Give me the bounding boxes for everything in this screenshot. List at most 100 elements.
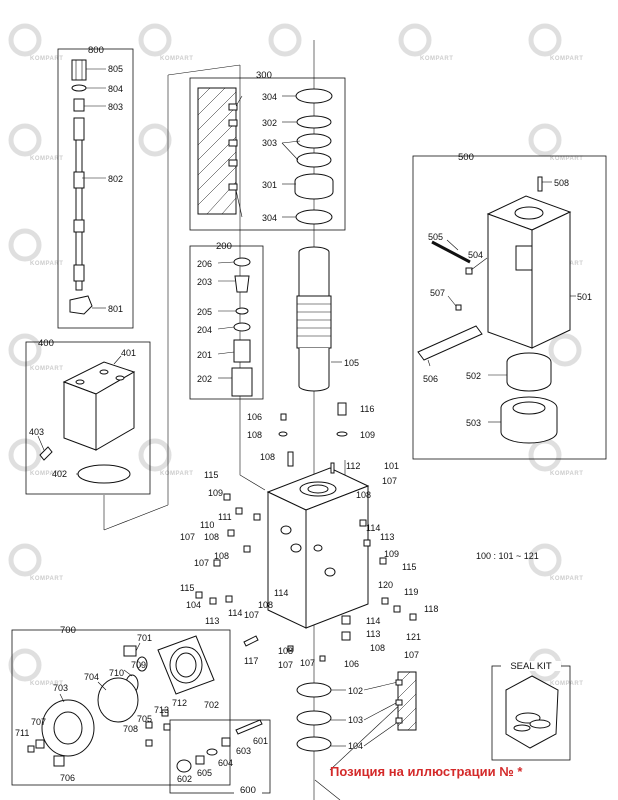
group-400: 400 401 403 402: [25, 338, 169, 531]
label-101: 101: [384, 461, 399, 471]
label-506: 506: [423, 374, 438, 384]
svg-text:KOMPART: KOMPART: [420, 56, 453, 62]
label-107-g: 107: [300, 658, 315, 668]
label-508: 508: [554, 178, 569, 188]
part-706-screw: [53, 755, 65, 767]
part-702-flange: [157, 635, 215, 695]
part-701-bolt: [123, 645, 137, 657]
part-508-pin: [537, 176, 543, 192]
part-402-oring: [77, 464, 131, 484]
label-107-f: 107: [404, 650, 419, 660]
group-600-label: 600: [240, 785, 256, 796]
part-502-bushing: [506, 352, 552, 392]
position-caption: Позиция на иллюстрации № *: [330, 764, 523, 779]
part-201-valve-body: [233, 339, 251, 363]
label-118: 118: [424, 604, 438, 614]
label-801: 801: [108, 304, 123, 314]
label-108-h: 108: [370, 643, 385, 653]
label-201: 201: [197, 350, 212, 360]
part-703-cover: [41, 699, 95, 757]
part-501-housing: [486, 195, 572, 349]
part-801-banjo: [69, 295, 93, 315]
label-113-d: 113: [366, 629, 380, 639]
label-713: 713: [154, 705, 169, 715]
label-803: 803: [108, 102, 123, 112]
part-104-ring: [296, 736, 332, 752]
label-114-d: 114: [366, 616, 380, 626]
svg-text:KOMPART: KOMPART: [550, 156, 583, 162]
part-102-ring: [296, 682, 332, 698]
group-200-label: 200: [216, 241, 232, 252]
label-107-d: 107: [244, 610, 259, 620]
label-605: 605: [197, 768, 212, 778]
label-206: 206: [197, 259, 212, 269]
label-109-c: 109: [384, 549, 399, 559]
group-200-frame: [189, 245, 264, 400]
part-504-bushing: [465, 267, 473, 275]
label-116: 116: [360, 404, 374, 414]
group-300-frame: [189, 77, 346, 231]
label-707: 707: [31, 717, 46, 727]
label-120: 120: [378, 580, 393, 590]
part-705-plug: [145, 721, 153, 729]
label-304-bottom: 304: [262, 213, 277, 223]
label-114-b: 114: [228, 608, 242, 618]
label-804: 804: [108, 84, 123, 94]
part-401-cover-block: [62, 361, 136, 451]
seal-kit: SEAL KIT: [491, 661, 571, 761]
group-700: 700 701 710 709 704 703 702 712 7: [11, 625, 231, 786]
label-205: 205: [197, 307, 212, 317]
group-800-label: 800: [88, 45, 104, 56]
label-704: 704: [84, 672, 99, 682]
part-101-cylinder-body: [266, 467, 370, 629]
label-705: 705: [137, 714, 152, 724]
part-303-seal-b: [296, 152, 332, 168]
label-102: 102: [348, 686, 363, 696]
part-707-screw: [35, 739, 45, 749]
part-804-washer: [71, 84, 87, 92]
label-108-b: 108: [260, 452, 275, 462]
group-300-label: 300: [256, 70, 272, 81]
svg-text:KOMPART: KOMPART: [30, 471, 63, 477]
svg-text:KOMPART: KOMPART: [30, 681, 63, 687]
body-fittings: [195, 402, 417, 662]
group-500-label: 500: [458, 152, 474, 163]
label-403: 403: [29, 427, 44, 437]
label-708: 708: [123, 724, 138, 734]
label-501: 501: [577, 292, 592, 302]
part-503-front-cover: [500, 396, 558, 444]
part-103-ring: [296, 710, 332, 726]
group-500-frame: [412, 155, 607, 460]
label-604: 604: [218, 758, 233, 768]
part-202-valve-sleeve: [231, 367, 253, 397]
lower-seals: 102 103 104: [296, 671, 417, 752]
label-203: 203: [197, 277, 212, 287]
range-note: 100 : 101 ~ 121: [476, 551, 539, 561]
label-805: 805: [108, 64, 123, 74]
svg-text:KOMPART: KOMPART: [160, 56, 193, 62]
svg-text:KOMPART: KOMPART: [550, 681, 583, 687]
label-115-b: 115: [180, 583, 194, 593]
label-107-b: 107: [180, 532, 195, 542]
part-205-oring: [235, 307, 249, 315]
group-700-frame: [11, 629, 231, 786]
part-708-plug: [145, 739, 153, 747]
label-121: 121: [406, 632, 421, 642]
part-803-fitting: [73, 98, 85, 112]
seal-kit-bag: [505, 675, 559, 749]
label-108-d: 108: [204, 532, 219, 542]
label-504: 504: [468, 250, 483, 260]
label-710: 710: [109, 668, 124, 678]
label-114-a: 114: [366, 523, 380, 533]
label-113-b: 113: [205, 616, 219, 626]
part-403-bolt: [39, 446, 53, 461]
svg-text:KOMPART: KOMPART: [30, 156, 63, 162]
group-800-frame: [57, 48, 134, 329]
label-103: 103: [348, 715, 363, 725]
group-400-label: 400: [38, 338, 54, 349]
part-203-valve-head: [234, 275, 250, 293]
label-303: 303: [262, 138, 277, 148]
svg-text:KOMPART: KOMPART: [30, 56, 63, 62]
label-701: 701: [137, 633, 152, 643]
label-112: 112: [346, 461, 360, 471]
